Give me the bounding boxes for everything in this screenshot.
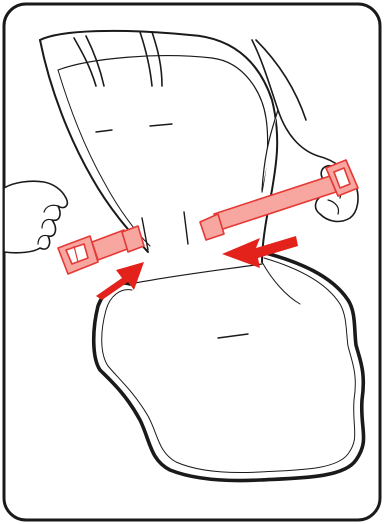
frame-border [4, 4, 380, 520]
